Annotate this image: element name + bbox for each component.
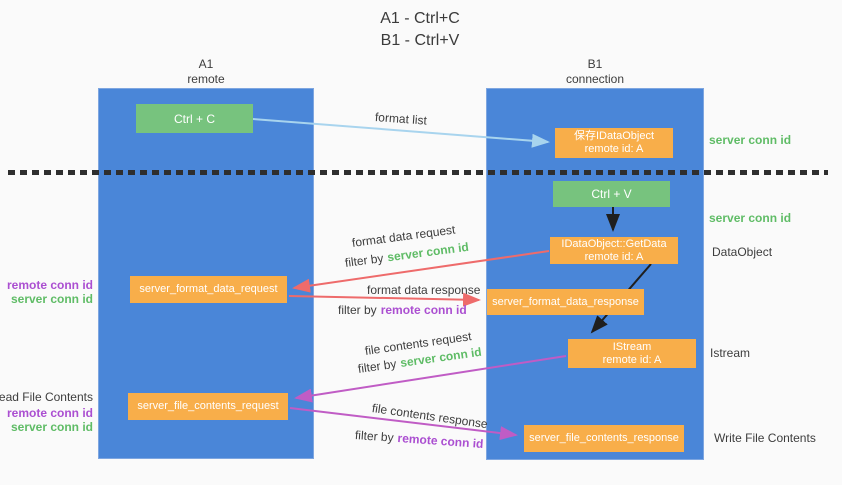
box-server-file-contents-request-label: server_file_contents_request xyxy=(137,400,279,412)
right-label-istream: Istream xyxy=(710,346,751,360)
left-label-server-conn-id-2: server conn id xyxy=(10,420,93,434)
box-istream-line2: remote id: A xyxy=(602,353,662,366)
box-server-format-data-request-label: server_format_data_request xyxy=(139,283,278,295)
title-line-2: B1 - Ctrl+V xyxy=(380,32,460,49)
box-ctrl-c: Ctrl + C xyxy=(136,104,253,133)
filter-by-text: filter by xyxy=(354,428,395,445)
box-ctrl-v: Ctrl + V xyxy=(553,181,670,207)
title-line-1: A1 - Ctrl+C xyxy=(380,10,460,27)
box-server-format-data-request: server_format_data_request xyxy=(130,276,287,303)
box-save-idataobject-line2: remote id: A xyxy=(584,143,644,155)
lifeline-b1-subtitle: connection xyxy=(565,72,625,86)
left-label-read-file-contents: Read File Contents xyxy=(0,390,93,404)
diagram-title: A1 - Ctrl+C B1 - Ctrl+V xyxy=(300,8,540,52)
label-format-data-response: format data response xyxy=(367,283,481,297)
box-istream: IStream remote id: A xyxy=(568,339,696,368)
left-label-remote-conn-id-2: remote conn id xyxy=(6,406,93,420)
lifeline-a1-header: A1 remote xyxy=(136,57,276,87)
box-server-format-data-response-label: server_format_data_response xyxy=(492,295,639,308)
box-server-format-data-response: server_format_data_response xyxy=(487,289,644,315)
left-label-remote-conn-id-1: remote conn id xyxy=(6,278,93,292)
filter-by-text: filter by xyxy=(338,303,377,317)
box-ctrl-v-label: Ctrl + V xyxy=(591,187,632,201)
phase-separator-dotted-line xyxy=(8,170,828,175)
box-server-file-contents-response-label: server_file_contents_response xyxy=(529,432,679,444)
label-format-list: format list xyxy=(374,110,428,128)
remote-conn-id-text: remote conn id xyxy=(380,303,467,317)
label-file-contents-response: file contents response xyxy=(371,401,489,432)
box-idataobject-getdata: IDataObject::GetData remote id: A xyxy=(550,237,678,264)
lifeline-a1-subtitle: remote xyxy=(187,72,225,86)
box-server-file-contents-response: server_file_contents_response xyxy=(524,425,684,452)
right-label-server-conn-id-1: server conn id xyxy=(709,133,792,147)
box-server-file-contents-request: server_file_contents_request xyxy=(128,393,288,420)
remote-conn-id-text: remote conn id xyxy=(397,430,484,451)
box-ctrl-c-label: Ctrl + C xyxy=(173,111,215,126)
box-idataobject-getdata-line2: remote id: A xyxy=(584,250,644,263)
filter-by-text: filter by xyxy=(357,356,398,376)
right-label-server-conn-id-2: server conn id xyxy=(709,211,792,225)
filter-by-text: filter by xyxy=(344,251,385,270)
right-label-dataobject: DataObject xyxy=(712,245,773,259)
left-label-server-conn-id-1: server conn id xyxy=(10,292,93,306)
lifeline-b1-name: B1 xyxy=(587,57,603,71)
box-save-idataobject-line1: 保存IDataObject xyxy=(573,130,655,142)
lifeline-a1-name: A1 xyxy=(198,57,214,71)
box-istream-line1: IStream xyxy=(612,340,652,353)
lifeline-b1-header: B1 connection xyxy=(525,57,665,87)
right-label-write-file-contents: Write File Contents xyxy=(714,431,816,445)
box-save-idataobject: 保存IDataObject remote id: A xyxy=(555,128,673,158)
box-idataobject-getdata-line1: IDataObject::GetData xyxy=(561,237,667,250)
